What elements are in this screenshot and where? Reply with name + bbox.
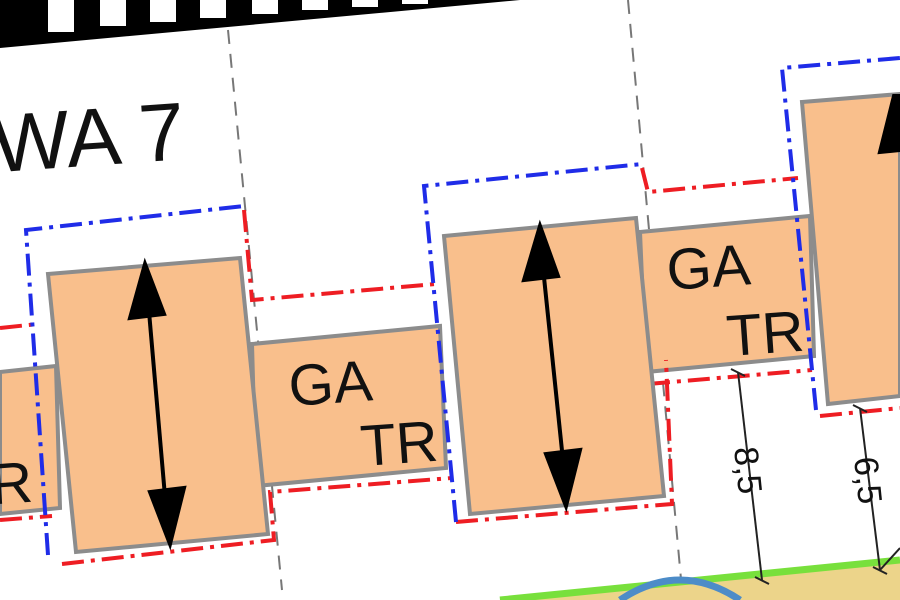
arrow-head-up-icon xyxy=(127,257,167,321)
scale-bar-segment xyxy=(352,0,378,7)
scale-bar-header xyxy=(0,0,520,48)
garage-strip-left-edge xyxy=(0,363,63,517)
arrow-head-down-icon xyxy=(147,485,187,551)
grid-line xyxy=(227,29,283,591)
scale-bar-segment xyxy=(100,0,126,26)
boundary-red-line xyxy=(647,368,813,386)
building-block-3 xyxy=(799,91,900,407)
road-blue-arc xyxy=(618,576,742,600)
dimension-tick xyxy=(872,566,888,575)
boundary-red-line xyxy=(61,476,453,566)
garage-label-left-tr: R xyxy=(0,450,35,518)
boundary-red-line xyxy=(455,359,675,524)
scale-bar-segment xyxy=(200,0,226,18)
dimension-line xyxy=(879,547,900,571)
dimension-label: 6,5 xyxy=(846,455,889,506)
boundary-red-line xyxy=(0,514,53,522)
scale-bar-segment xyxy=(150,0,176,22)
dimension-tick xyxy=(754,576,770,585)
garage-label-tr: TR xyxy=(724,299,806,369)
double-arrow-line xyxy=(540,257,566,471)
dimension-label: 8,5 xyxy=(726,445,769,496)
double-arrow-line xyxy=(146,299,168,509)
orientation-arrows xyxy=(127,94,900,551)
boundary-blue-line xyxy=(23,204,245,556)
dimension-lines xyxy=(730,368,900,585)
zone-label: WA 7 xyxy=(0,86,188,190)
scale-bar-segment xyxy=(252,0,278,14)
boundary-blue-line xyxy=(421,162,643,523)
garage-label-ga: GA xyxy=(664,232,752,303)
arrow-head-up-icon xyxy=(521,219,561,283)
boundary-red xyxy=(0,167,900,566)
arrow-head-up-icon xyxy=(877,94,900,155)
dimension-tick xyxy=(852,404,868,413)
dimension-line xyxy=(737,371,763,581)
road xyxy=(499,556,900,600)
garage-label-tr: TR xyxy=(358,409,440,479)
boundary-red-line xyxy=(242,209,437,303)
dimension-tick xyxy=(730,368,746,377)
boundary-blue xyxy=(23,56,900,556)
arrow-head-down-icon xyxy=(543,447,583,513)
garage-label-ga: GA xyxy=(286,348,374,419)
scale-bar-segment xyxy=(48,0,74,32)
scale-bar-segment xyxy=(302,0,328,10)
scale-bar-segment xyxy=(402,0,428,4)
boundary-red-line xyxy=(640,167,799,195)
dimension-line xyxy=(859,407,881,571)
